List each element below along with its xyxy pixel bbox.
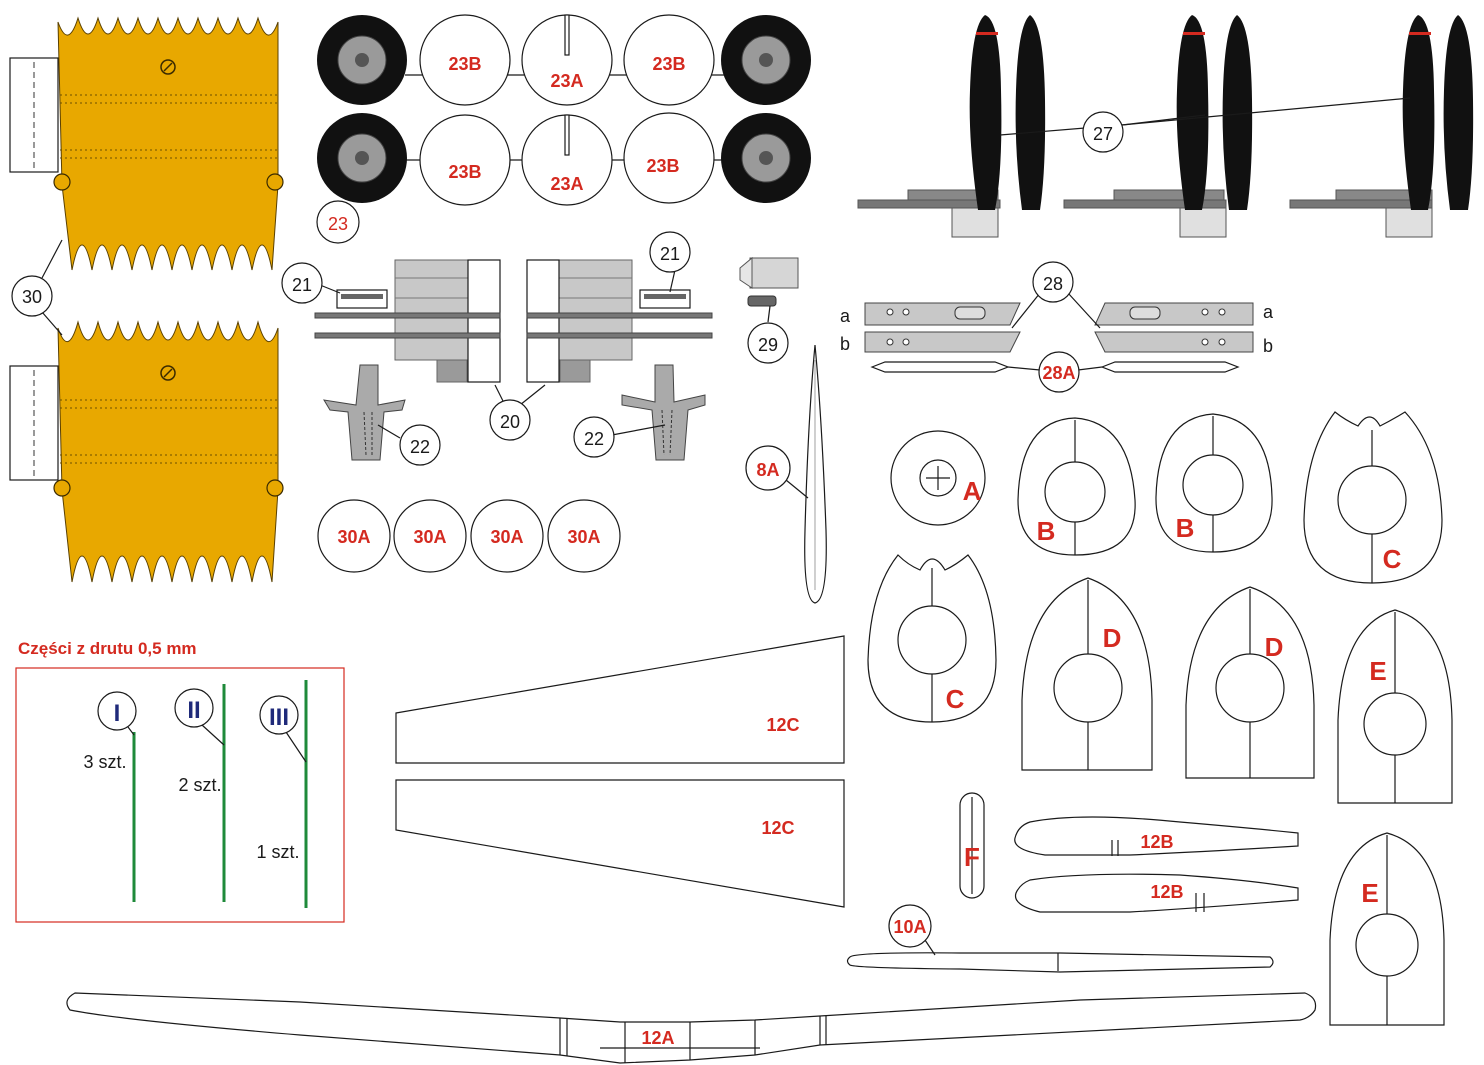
label-10a: 10A — [893, 917, 926, 937]
discs-30a: 30A 30A 30A 30A — [317, 499, 621, 573]
label-30a: 30A — [337, 527, 370, 547]
rib-12b-2: 12B — [1014, 873, 1299, 913]
rib-12c-1: 12C — [395, 635, 845, 764]
callout-23-text: 23 — [328, 214, 348, 234]
former-f: F — [959, 792, 985, 899]
label-former-b: B — [1037, 516, 1056, 546]
wire-numeral-i: I — [114, 700, 121, 727]
spar-row-b-right: b — [1263, 336, 1273, 356]
former-d-1: D — [1021, 577, 1153, 771]
wire-numeral-ii: II — [187, 697, 200, 724]
wire-count-i: 3 szt. — [83, 752, 126, 772]
propeller-1 — [857, 15, 1046, 238]
strut-right — [621, 364, 706, 461]
wire-count-ii: 2 szt. — [178, 775, 221, 795]
engine-bearer-right — [526, 259, 713, 383]
propeller-2 — [1063, 15, 1253, 238]
label-30a: 30A — [567, 527, 600, 547]
label-former-c: C — [946, 684, 965, 714]
label-12c: 12C — [766, 715, 799, 735]
callout-29-text: 29 — [758, 335, 778, 355]
label-12c: 12C — [761, 818, 794, 838]
label-former-f: F — [964, 842, 980, 872]
former-b-2: B — [1155, 413, 1273, 553]
propeller-3 — [1289, 15, 1474, 238]
label-12a: 12A — [641, 1028, 674, 1048]
wire-numeral-iii: III — [269, 704, 289, 731]
former-e-2: E — [1329, 832, 1445, 1026]
label-23b: 23B — [448, 162, 481, 182]
callout-30-text: 30 — [22, 287, 42, 307]
rib-12b-1: 12B — [1014, 816, 1299, 856]
rib-12c-2: 12C — [395, 779, 845, 908]
label-former-d: D — [1103, 623, 1122, 653]
label-former-c: C — [1383, 544, 1402, 574]
label-12b: 12B — [1150, 882, 1183, 902]
label-former-d: D — [1265, 632, 1284, 662]
label-former-e: E — [1369, 656, 1386, 686]
callout-22-left-text: 22 — [410, 437, 430, 457]
callout-21-right — [649, 231, 691, 273]
former-c-2: C — [867, 554, 997, 723]
spars-28: 28 a b a b 28A — [840, 261, 1274, 393]
callout-22-right-text: 22 — [584, 429, 604, 449]
strut-left — [323, 364, 406, 461]
former-c-1: C — [1303, 411, 1443, 584]
callout-21-right-text: 21 — [660, 244, 680, 264]
label-23b: 23B — [646, 156, 679, 176]
callout-30: 30 — [11, 275, 53, 317]
callout-21-left — [281, 262, 323, 304]
label-former-a: A — [963, 476, 982, 506]
propellers: 27 — [857, 15, 1474, 238]
wire-box-title: Części z drutu 0,5 mm — [18, 639, 197, 658]
former-e-1: E — [1337, 609, 1453, 804]
label-8a: 8A — [756, 460, 779, 480]
callout-23: 23 — [316, 200, 360, 244]
label-12b: 12B — [1140, 832, 1173, 852]
exhaust-collector-top — [9, 16, 284, 271]
label-former-b: B — [1176, 513, 1195, 543]
callout-21-left-text: 21 — [292, 275, 312, 295]
label-28a: 28A — [1042, 363, 1075, 383]
former-a: A — [890, 430, 986, 526]
wire-count-iii: 1 szt. — [256, 842, 299, 862]
label-23a: 23A — [550, 174, 583, 194]
label-30a: 30A — [490, 527, 523, 547]
label-23b: 23B — [652, 54, 685, 74]
former-d-2: D — [1185, 586, 1315, 779]
exhaust-collector-bottom — [9, 320, 284, 583]
spar-row-a-left: a — [840, 306, 851, 326]
engine-bearer-left — [314, 259, 501, 383]
nozzle-29: 29 — [739, 256, 799, 364]
label-30a: 30A — [413, 527, 446, 547]
wire-parts-box: Części z drutu 0,5 mm I II III 3 szt. 2 … — [15, 639, 345, 923]
wing-12a: 12A — [66, 992, 1317, 1064]
wheel-row-top: 23B 23A 23B — [317, 14, 811, 106]
spar-row-b-left: b — [840, 334, 850, 354]
callout-27-text: 27 — [1093, 124, 1113, 144]
spar-row-a-right: a — [1263, 302, 1274, 322]
callout-20 — [489, 399, 531, 441]
label-23b: 23B — [448, 54, 481, 74]
rib-10a: 10A — [846, 904, 1274, 973]
callout-20-text: 20 — [500, 412, 520, 432]
pitot-8a: 8A — [745, 344, 827, 604]
former-b-1: B — [1017, 417, 1136, 556]
callout-28-text: 28 — [1043, 274, 1063, 294]
wheel-row-bottom: 23B 23A 23B — [317, 112, 811, 206]
label-former-e: E — [1361, 878, 1378, 908]
label-23a: 23A — [550, 71, 583, 91]
